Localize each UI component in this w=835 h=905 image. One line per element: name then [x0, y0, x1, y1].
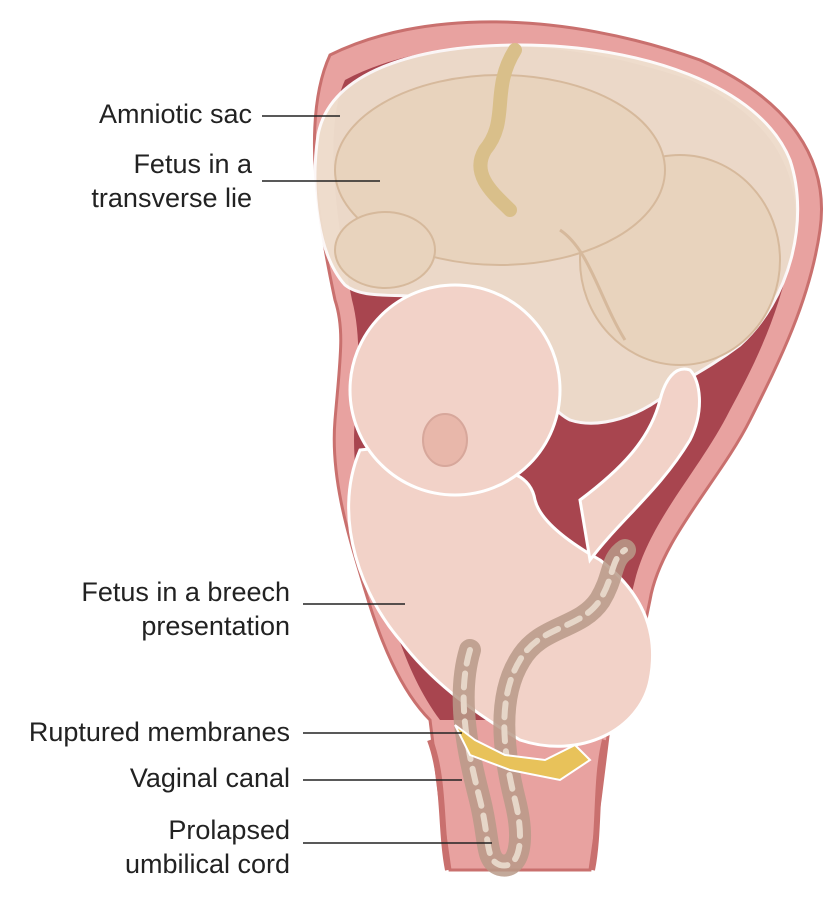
transverse-fetus-knee [334, 211, 436, 289]
transverse-fetus-arm [559, 228, 627, 341]
breech-fetus-head [348, 283, 562, 497]
label-fetus-transverse-lie: Fetus in a transverse lie [91, 149, 252, 213]
ruptured-membranes [454, 724, 592, 782]
prolapsed-cord-highlight [460, 547, 628, 869]
vaginal-canal-right [589, 739, 608, 871]
transverse-cord [473, 43, 522, 217]
label-prolapsed-umbilical-cord: Prolapsed umbilical cord [124, 815, 290, 879]
label-ruptured-membranes: Ruptured membranes [28, 717, 290, 747]
vaginal-canal-left [427, 738, 451, 871]
label-vaginal-canal: Vaginal canal [129, 763, 290, 793]
label-fetus-breech-presentation: Fetus in a breech presentation [81, 577, 290, 641]
breech-fetus-leg [578, 367, 701, 564]
label-amniotic-sac: Amniotic sac [98, 99, 252, 129]
breech-fetus-ear [422, 413, 468, 467]
